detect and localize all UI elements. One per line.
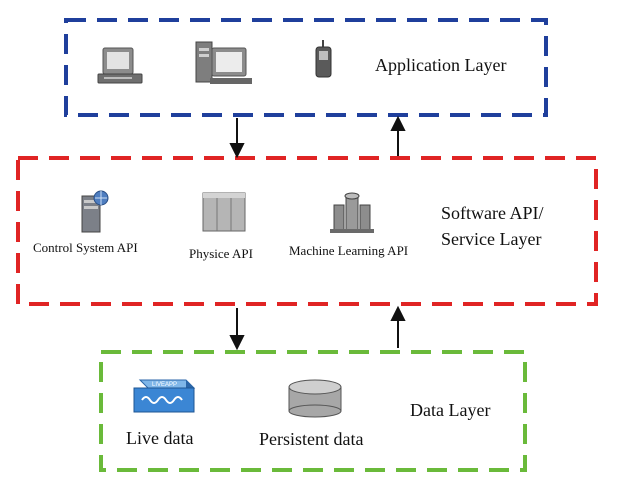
application-layer-box — [64, 18, 548, 117]
service-layer-box — [16, 156, 598, 306]
arrow-down-service-to-data — [229, 308, 245, 351]
data-layer-title: Data Layer — [410, 400, 491, 420]
service-layer-title-line1: Software API/ — [441, 203, 544, 223]
cluster-icon — [330, 192, 374, 233]
database-icon — [288, 379, 342, 418]
server-globe-icon — [81, 190, 109, 233]
liveapp-badge-text: LIVEAPP — [152, 382, 177, 388]
arrow-up-data-to-service — [390, 305, 406, 348]
service-layer-title-line2: Service Layer — [441, 229, 542, 249]
workstation-computer-icon — [195, 41, 252, 84]
server-rack-icon — [202, 192, 246, 232]
arrow-down-app-to-service — [229, 118, 245, 159]
control-system-api-label: Control System API — [33, 240, 138, 255]
mobile-phone-icon — [315, 40, 332, 78]
arrow-up-service-to-app — [390, 115, 406, 156]
live-data-label: Live data — [126, 428, 194, 448]
data-layer-box — [99, 350, 527, 472]
persistent-data-label: Persistent data — [259, 429, 364, 449]
desktop-computer-icon — [97, 47, 143, 84]
physice-api-label: Physice API — [189, 246, 253, 261]
application-layer-title: Application Layer — [375, 55, 507, 75]
liveapp-appliance-icon: LIVEAPP — [133, 379, 196, 413]
machine-learning-api-label: Machine Learning API — [289, 243, 409, 258]
